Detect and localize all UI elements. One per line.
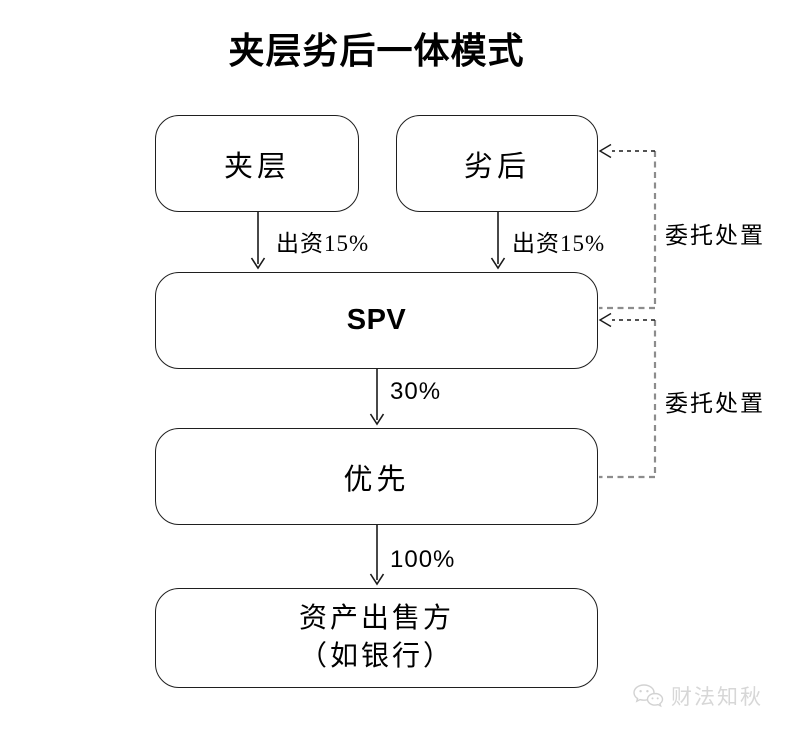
node-jiaceng-label: 夹层: [223, 150, 290, 183]
edge-liehou-to-spv: [490, 212, 506, 270]
node-jiaceng: 夹层: [155, 115, 359, 212]
wechat-icon: [633, 683, 664, 707]
node-liehou: 劣后: [396, 115, 598, 212]
edge-label-entrust-upper: 委托处置: [665, 223, 765, 248]
node-seller: 资产出售方 （如银行）: [155, 588, 598, 688]
edge-youxian-to-seller: [369, 525, 385, 586]
node-spv-label: SPV: [346, 304, 407, 336]
watermark: 财法知秋: [632, 681, 763, 711]
edge-jiaceng-to-spv: [250, 212, 266, 270]
edge-label-entrust-lower: 委托处置: [665, 391, 765, 416]
edge-label-30pct: 30%: [390, 378, 442, 405]
edge-spv-to-youxian: [369, 369, 385, 426]
node-spv: SPV: [155, 272, 598, 369]
node-seller-label-line2: （如银行）: [298, 641, 454, 672]
node-youxian: 优先: [155, 428, 598, 525]
watermark-text: 财法知秋: [671, 686, 763, 709]
edge-entrust-spv-to-liehou: [598, 143, 657, 310]
node-liehou-label: 劣后: [463, 150, 530, 183]
edge-label-contribution-liehou: 出资15%: [512, 231, 606, 256]
edge-label-100pct: 100%: [390, 546, 456, 573]
node-seller-label-line1: 资产出售方: [298, 603, 454, 634]
edge-label-contribution-jiaceng: 出资15%: [276, 231, 370, 256]
node-youxian-label: 优先: [343, 463, 410, 496]
edge-entrust-youxian-to-spv: [598, 312, 657, 479]
page-title: 夹层劣后一体模式: [228, 30, 525, 71]
